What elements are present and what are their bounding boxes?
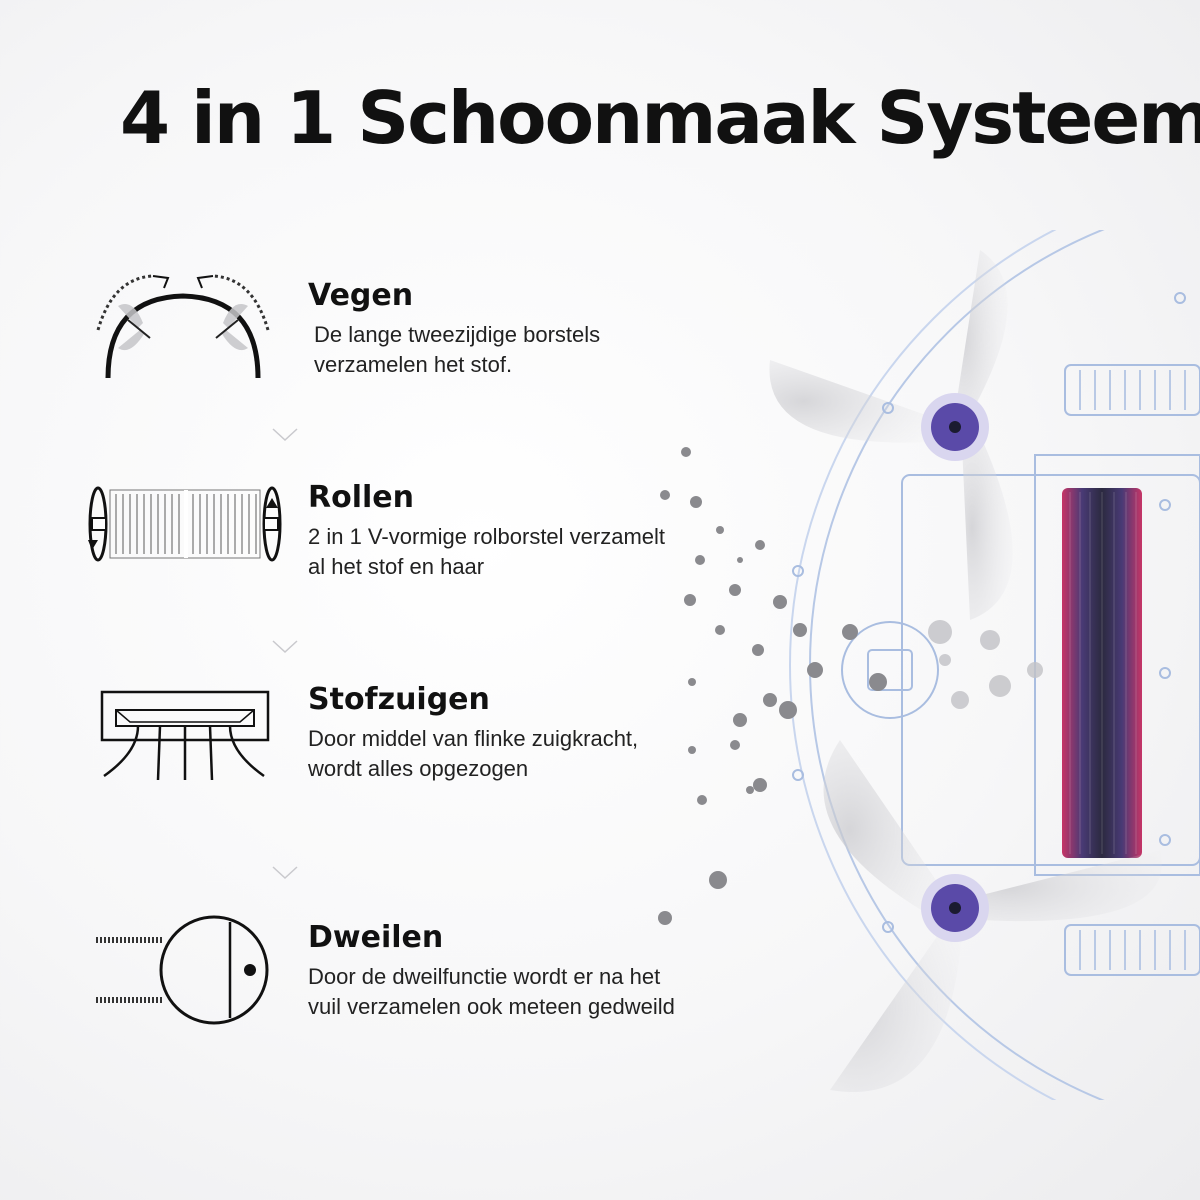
- feature-description: Door middel van flinke zuigkracht, wordt…: [308, 726, 639, 781]
- robot-vacuum-illustration: [658, 230, 1200, 1100]
- feature-description: Door de dweilfunctie wordt er na het vui…: [308, 964, 675, 1019]
- mop-icon: [96, 915, 269, 1025]
- feature-rollen: Rollen 2 in 1 V-vormige rolborstel verza…: [0, 480, 760, 630]
- feature-name: Stofzuigen: [308, 682, 490, 717]
- feature-name: Rollen: [308, 480, 414, 515]
- feature-stofzuigen: Stofzuigen Door middel van flinke zuigkr…: [0, 682, 760, 832]
- suction-icon: [100, 690, 270, 781]
- feature-vegen: Vegen De lange tweezijdige borstels verz…: [0, 274, 760, 428]
- chevron-down-icon: [272, 428, 298, 442]
- feature-description: De lange tweezijdige borstels verzamelen…: [314, 322, 601, 377]
- roller-brush-icon: [88, 486, 282, 562]
- feature-dweilen: Dweilen Door de dweilfunctie wordt er na…: [0, 915, 760, 1070]
- page-title: 4 in 1 Schoonmaak Systeem: [120, 76, 1200, 160]
- feature-description: 2 in 1 V-vormige rolborstel verzamelt al…: [308, 524, 666, 579]
- feature-name: Dweilen: [308, 920, 444, 955]
- chevron-down-icon: [272, 866, 298, 880]
- side-brush-sweep-icon: [96, 274, 270, 379]
- chevron-down-icon: [272, 640, 298, 654]
- feature-name: Vegen: [308, 278, 414, 313]
